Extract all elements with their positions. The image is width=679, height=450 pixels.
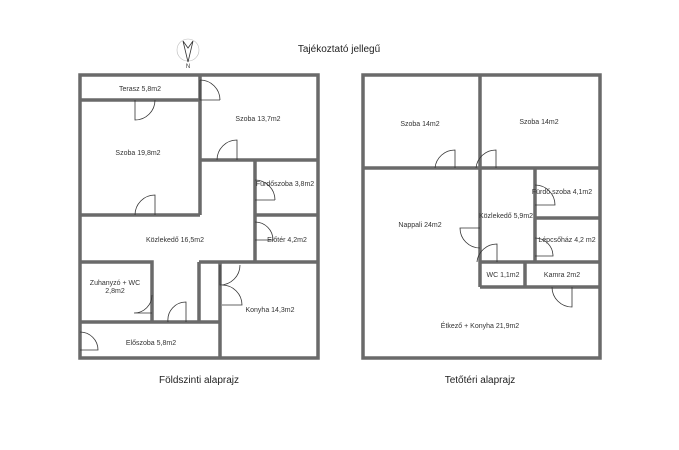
room-label: Fürdőszoba 3,8m2 (256, 181, 314, 188)
room-label: Közlekedő 5,9m2 (479, 213, 533, 220)
room-label: Kamra 2m2 (544, 272, 580, 279)
room-label: Közlekedő 16,5m2 (146, 237, 204, 244)
room-label: Szoba 19,8m2 (115, 150, 160, 157)
page-title: Tajékoztató jellegű (298, 44, 381, 55)
room-label: Terasz 5,8m2 (119, 86, 161, 93)
room-label: Konyha 14,3m2 (245, 307, 294, 314)
room-label: Szoba 13,7m2 (235, 116, 280, 123)
room-label: Zuhanyzó + WC (90, 280, 140, 287)
room-label: Fürdő szoba 4,1m2 (532, 189, 592, 196)
room-label: Nappali 24m2 (398, 222, 441, 229)
room-label: Előtér 4,2m2 (267, 237, 307, 244)
room-label: Lépcsőház 4,2 m2 (538, 237, 595, 244)
upper-floor-caption: Tetőtéri alaprajz (445, 375, 516, 386)
room-label: 2,8m2 (105, 288, 125, 295)
room-label: Előszoba 5,8m2 (126, 340, 176, 347)
room-label: Szoba 14m2 (400, 121, 439, 128)
compass-icon: N (176, 38, 200, 70)
compass-label: N (186, 64, 190, 70)
ground-floor-caption: Földszinti alaprajz (159, 375, 239, 386)
room-label: Szoba 14m2 (519, 119, 558, 126)
room-label: Étkező + Konyha 21,9m2 (441, 321, 520, 330)
room-label: WC 1,1m2 (486, 272, 519, 279)
ground-floor-plan: Terasz 5,8m2 Szoba 13,7m2 Szoba 19,8m2 F… (78, 73, 320, 386)
upper-floor-plan: Szoba 14m2 Szoba 14m2 Nappali 24m2 Közle… (361, 73, 602, 386)
